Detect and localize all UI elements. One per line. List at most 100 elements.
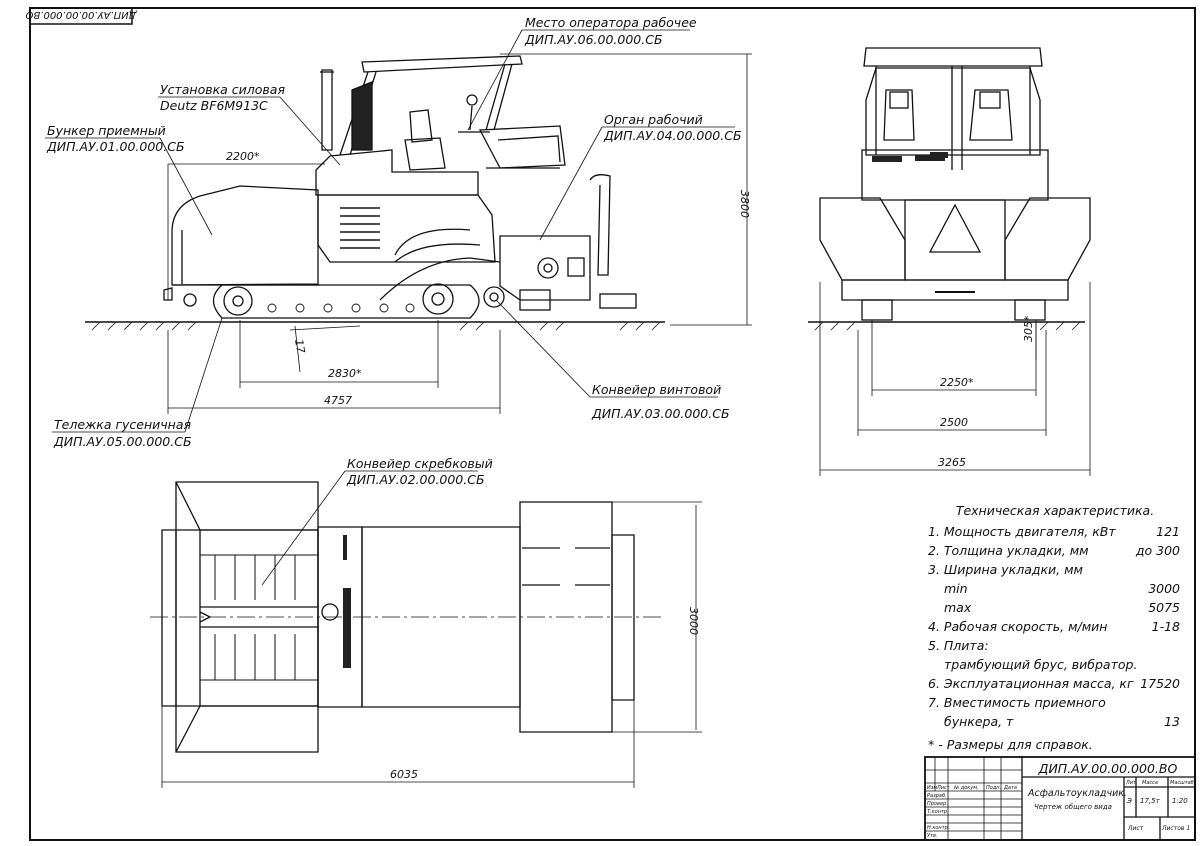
spec-row: трамбующий брус, вибратор. bbox=[928, 655, 1182, 674]
front-seat-right bbox=[969, 89, 1013, 141]
tb-hdr-doc: № докум. bbox=[953, 785, 979, 791]
spec-label: бункера, т bbox=[944, 714, 1014, 729]
technical-specs: Техническая характеристика. 1. Мощность … bbox=[928, 503, 1182, 731]
ground-hatch bbox=[91, 321, 661, 331]
tb-hdr-sheet: Лист bbox=[936, 785, 951, 791]
callout-scraper-title: Конвейер скребковый bbox=[347, 456, 493, 471]
dim-305: 305* bbox=[1022, 315, 1035, 342]
hopper-body bbox=[171, 185, 319, 286]
spec-value: 1-18 bbox=[1151, 619, 1180, 634]
tb-role-6: Утв. bbox=[927, 833, 938, 839]
dim-3265: 3265 bbox=[938, 456, 966, 469]
callout-hopper-code: ДИП.АУ.01.00.000.СБ bbox=[46, 139, 185, 154]
spec-label: 6. Эксплуатационная масса, кг bbox=[928, 676, 1134, 691]
spec-row: 5. Плита: bbox=[928, 636, 1182, 655]
dim-6035: 6035 bbox=[390, 768, 418, 781]
screed-handrail bbox=[589, 174, 611, 276]
spec-value: 5075 bbox=[1148, 600, 1180, 615]
stamp-code: ДИП.АУ.00.00.000.ВО bbox=[25, 9, 137, 20]
engine-cover bbox=[315, 149, 479, 196]
canopy-roof bbox=[361, 55, 523, 73]
spec-label: 7. Вместимость приемного bbox=[928, 695, 1106, 710]
callout-auger-code: ДИП.АУ.03.00.000.СБ bbox=[591, 406, 730, 421]
spec-row: 6. Эксплуатационная масса, кг 17520 bbox=[928, 674, 1182, 693]
side-dimension-lines bbox=[167, 53, 752, 414]
front-triangle bbox=[928, 203, 982, 253]
screed-wing-right bbox=[1004, 197, 1091, 281]
reference-note: * - Размеры для справок. bbox=[928, 737, 1093, 752]
front-seat-left bbox=[883, 89, 915, 141]
callout-auger-title: Конвейер винтовой bbox=[592, 382, 721, 397]
exhaust-pipe bbox=[321, 69, 333, 151]
spec-value: 17520 bbox=[1140, 676, 1180, 691]
tb-col-lit: Лит bbox=[1125, 780, 1137, 786]
dim-3000: 3000 bbox=[687, 607, 700, 635]
spec-row: 7. Вместимость приемного bbox=[928, 693, 1182, 712]
specs-title: Техническая характеристика. bbox=[955, 503, 1155, 518]
sheet-frame bbox=[29, 7, 1196, 841]
spec-value bbox=[1180, 560, 1182, 579]
dim-17: 17 bbox=[292, 338, 307, 354]
drive-sprocket bbox=[422, 283, 454, 315]
tb-col-mass: Масса bbox=[1142, 780, 1158, 786]
tb-hdr-change: Изм bbox=[927, 785, 937, 791]
dim-2500: 2500 bbox=[940, 416, 968, 429]
front-view bbox=[808, 47, 1091, 331]
plan-view bbox=[150, 481, 665, 753]
spec-row: 3. Ширина укладки, мм bbox=[928, 560, 1182, 579]
dim-2250: 2250* bbox=[940, 376, 974, 389]
tb-role-2: Провер. bbox=[927, 801, 948, 807]
tb-role-3: Т.контр. bbox=[927, 809, 949, 815]
callout-scraper-code: ДИП.АУ.02.00.000.СБ bbox=[346, 472, 485, 487]
spec-row: бункера, т 13 bbox=[928, 712, 1182, 731]
callout-operator-title: Место оператора рабочее bbox=[525, 15, 697, 30]
tb-mass: 17,5т bbox=[1140, 797, 1161, 805]
main-body bbox=[317, 194, 496, 263]
tb-role-1: Разраб. bbox=[927, 793, 947, 799]
callout-crawler-title: Тележка гусеничная bbox=[54, 417, 191, 432]
tb-scale: 1:20 bbox=[1172, 797, 1188, 805]
callout-power-code: Deutz BF6M913C bbox=[160, 98, 268, 113]
spec-label: 3. Ширина укладки, мм bbox=[928, 562, 1083, 577]
dim-2200: 2200* bbox=[226, 150, 260, 163]
callout-operator-code: ДИП.АУ.06.00.000.СБ bbox=[524, 32, 663, 47]
front-roof bbox=[863, 47, 1043, 67]
screed-wing-left bbox=[819, 197, 906, 281]
spec-value: до 300 bbox=[1135, 543, 1180, 558]
idler-wheel bbox=[223, 286, 253, 316]
spec-label: min bbox=[944, 581, 968, 596]
dim-3800: 3800 bbox=[738, 190, 751, 218]
operator-seat bbox=[404, 137, 446, 171]
spec-label: трамбующий брус, вибратор. bbox=[944, 657, 1138, 672]
dim-4757: 4757 bbox=[324, 394, 352, 407]
callout-hopper-title: Бункер приемный bbox=[47, 123, 166, 138]
dim-2830: 2830* bbox=[328, 367, 362, 380]
tb-subtitle: Чертеж общего вида bbox=[1034, 803, 1112, 811]
stamp-box bbox=[29, 7, 133, 25]
callout-crawler-code: ДИП.АУ.05.00.000.СБ bbox=[53, 434, 192, 449]
spec-value: 3000 bbox=[1148, 581, 1180, 596]
spec-row: min 3000 bbox=[928, 579, 1182, 598]
callout-power-title: Установка силовая bbox=[160, 82, 285, 97]
crawler-track bbox=[212, 284, 480, 319]
spec-value: 121 bbox=[1156, 524, 1180, 539]
leader-lines bbox=[45, 29, 735, 586]
spec-value: 13 bbox=[1164, 714, 1180, 729]
tb-col-scale: Масштаб bbox=[1170, 780, 1194, 786]
tb-hdr-date: Дата bbox=[1003, 785, 1017, 791]
screed bbox=[499, 235, 591, 301]
callout-work-title: Орган рабочий bbox=[604, 112, 703, 127]
spec-row: 4. Рабочая скорость, м/мин 1-18 bbox=[928, 617, 1182, 636]
spec-label: 4. Рабочая скорость, м/мин bbox=[928, 619, 1108, 634]
tb-lit: Э bbox=[1126, 797, 1132, 805]
auger-conveyor bbox=[483, 286, 505, 308]
spec-value bbox=[1180, 636, 1182, 655]
engine-grille bbox=[340, 207, 380, 249]
tb-name: Асфальтоукладчик. bbox=[1027, 788, 1127, 799]
title-block bbox=[924, 756, 1196, 841]
